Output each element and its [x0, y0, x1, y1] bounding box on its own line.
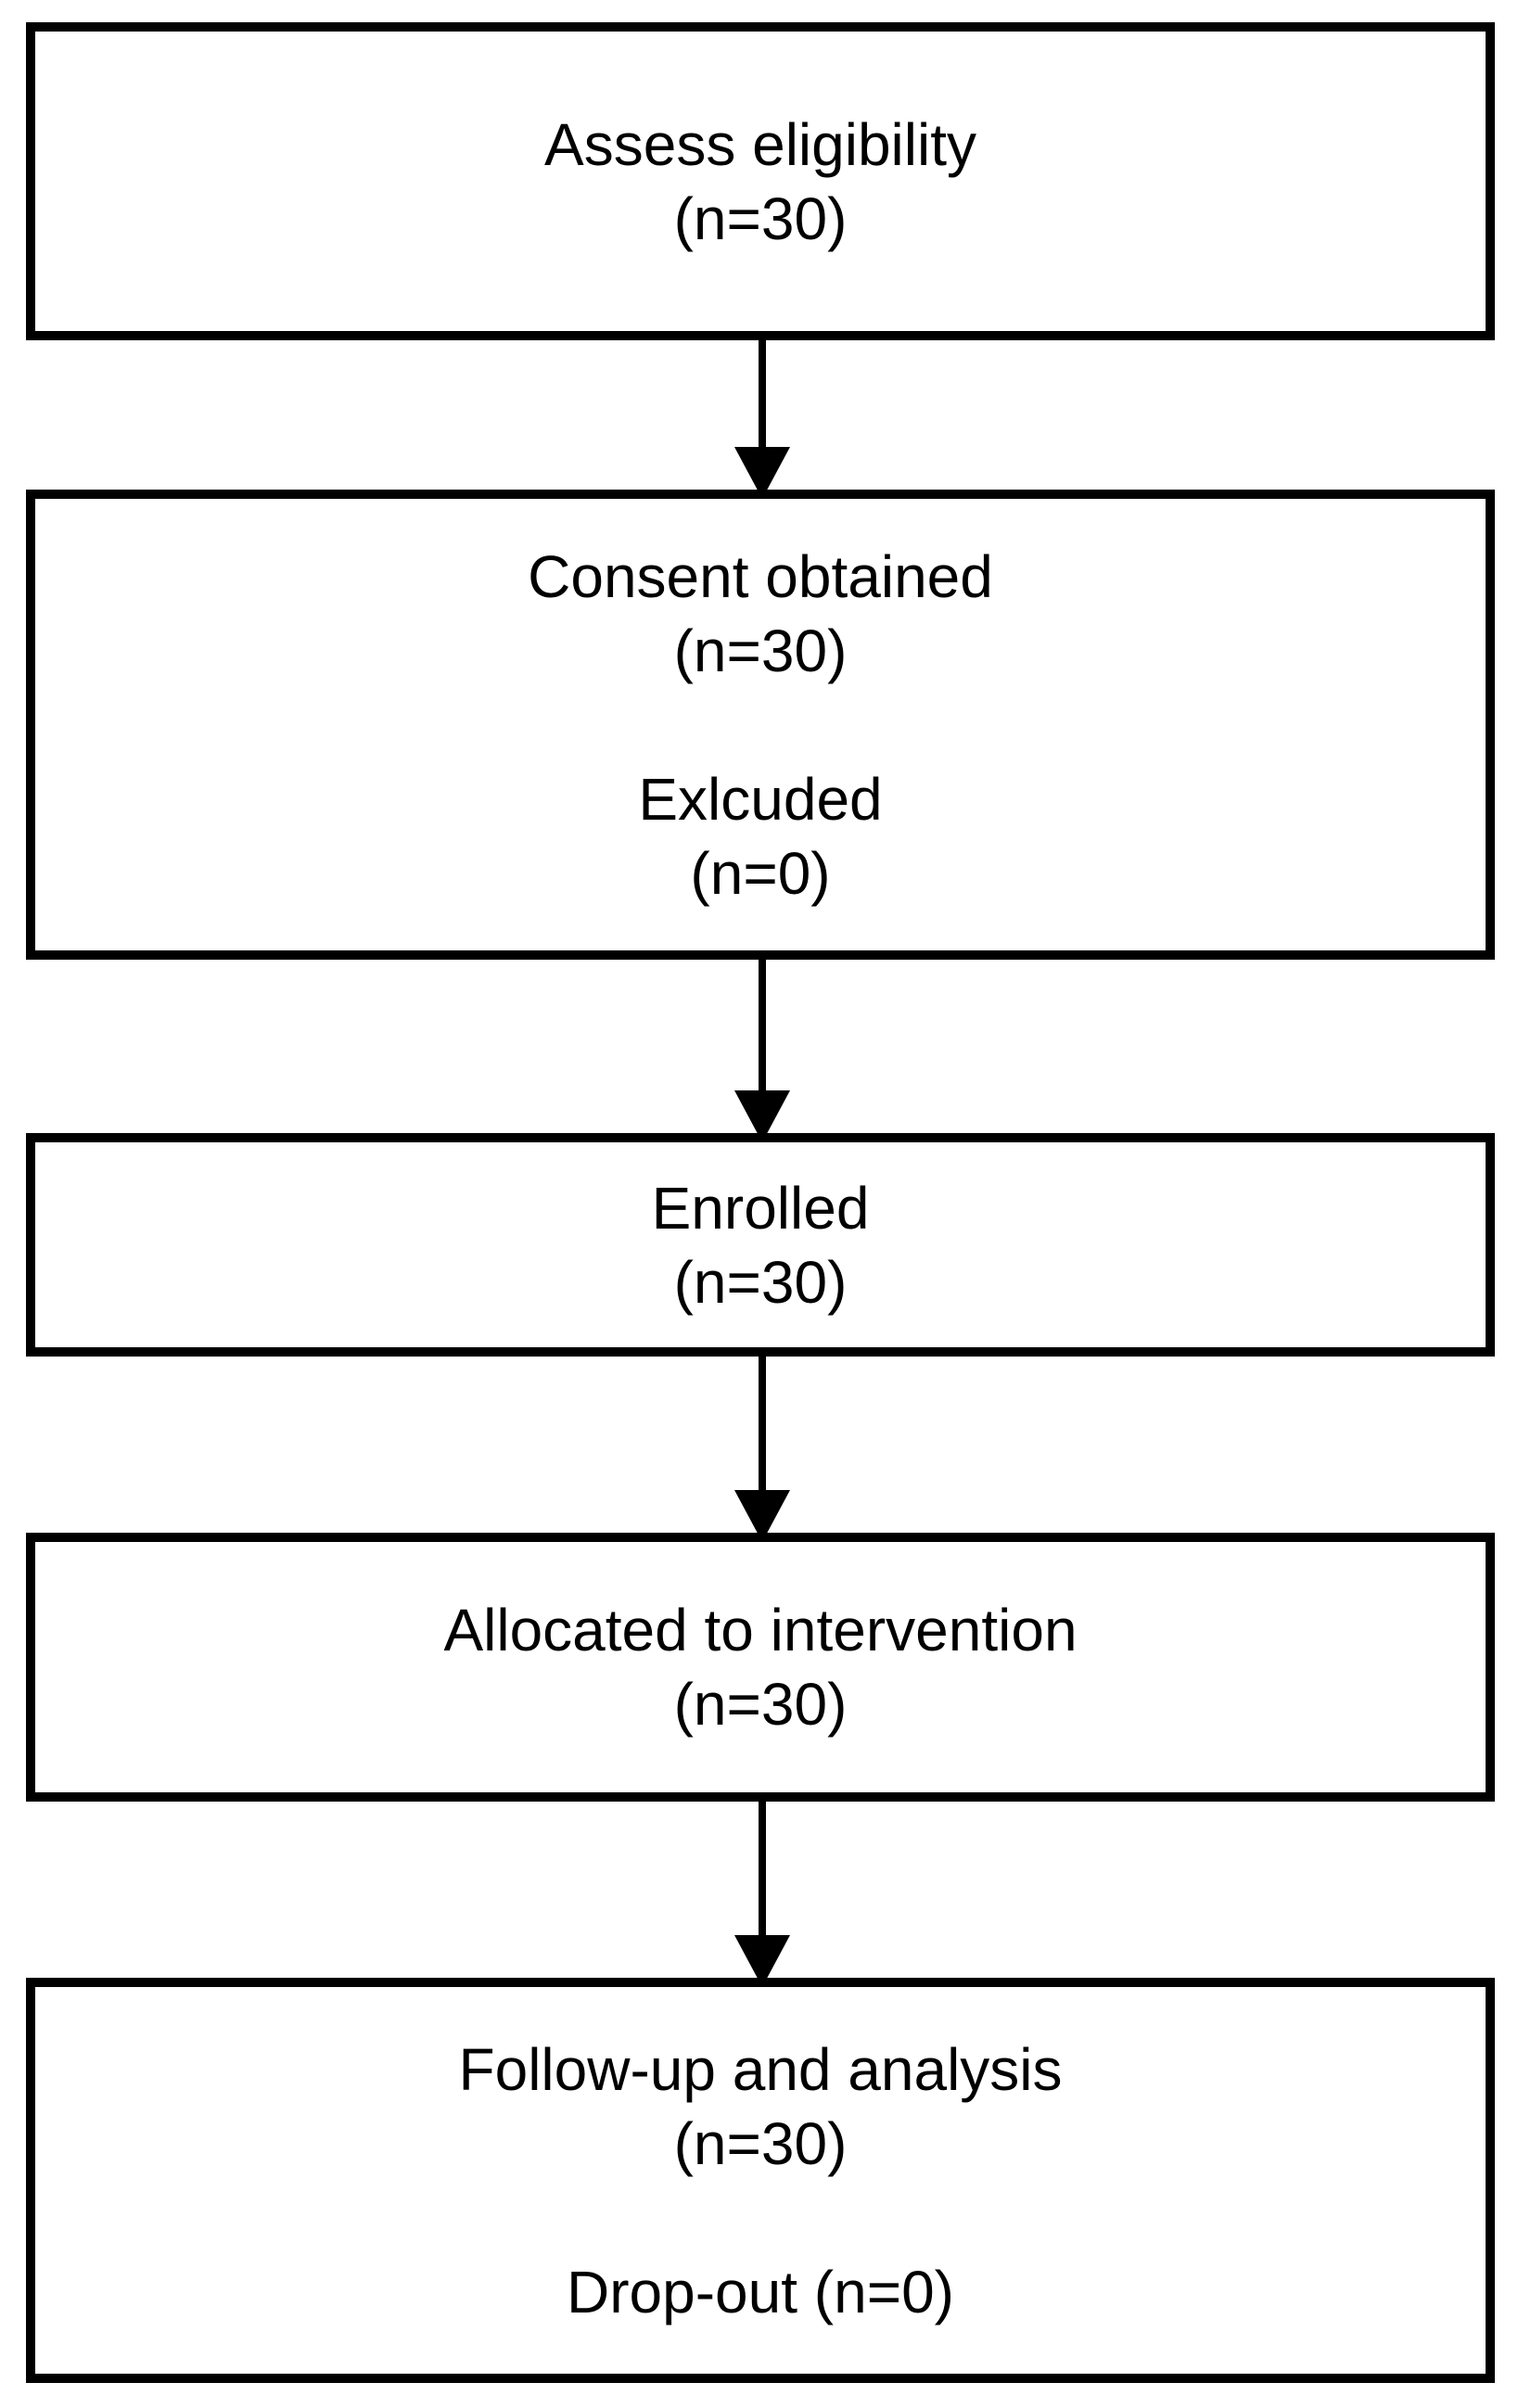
flow-arrow-2	[734, 955, 790, 1142]
flow-arrow-3	[734, 1352, 790, 1542]
arrow-stem	[759, 1352, 766, 1494]
flow-box-allocated-to-intervention: Allocated to intervention (n=30)	[26, 1533, 1495, 1802]
flow-box-enrolled: Enrolled (n=30)	[26, 1133, 1495, 1357]
flow-box-consent-obtained: Consent obtained (n=30) Exlcuded (n=0)	[26, 490, 1495, 960]
flow-box-assess-eligibility-label: Assess eligibility (n=30)	[544, 110, 976, 252]
flow-arrow-1	[734, 336, 790, 499]
flow-box-follow-up-and-analysis-label: Follow-up and analysis (n=30) Drop-out (…	[458, 2035, 1063, 2325]
flow-box-enrolled-label: Enrolled (n=30)	[651, 1174, 870, 1316]
flow-arrow-4	[734, 1797, 790, 1987]
flow-box-assess-eligibility: Assess eligibility (n=30)	[26, 22, 1495, 340]
flow-box-follow-up-and-analysis: Follow-up and analysis (n=30) Drop-out (…	[26, 1978, 1495, 2383]
arrow-stem	[759, 955, 766, 1094]
flow-box-allocated-to-intervention-label: Allocated to intervention (n=30)	[443, 1597, 1078, 1738]
arrow-stem	[759, 336, 766, 451]
flow-box-consent-obtained-label: Consent obtained (n=30) Exlcuded (n=0)	[528, 542, 993, 907]
arrow-stem	[759, 1797, 766, 1939]
